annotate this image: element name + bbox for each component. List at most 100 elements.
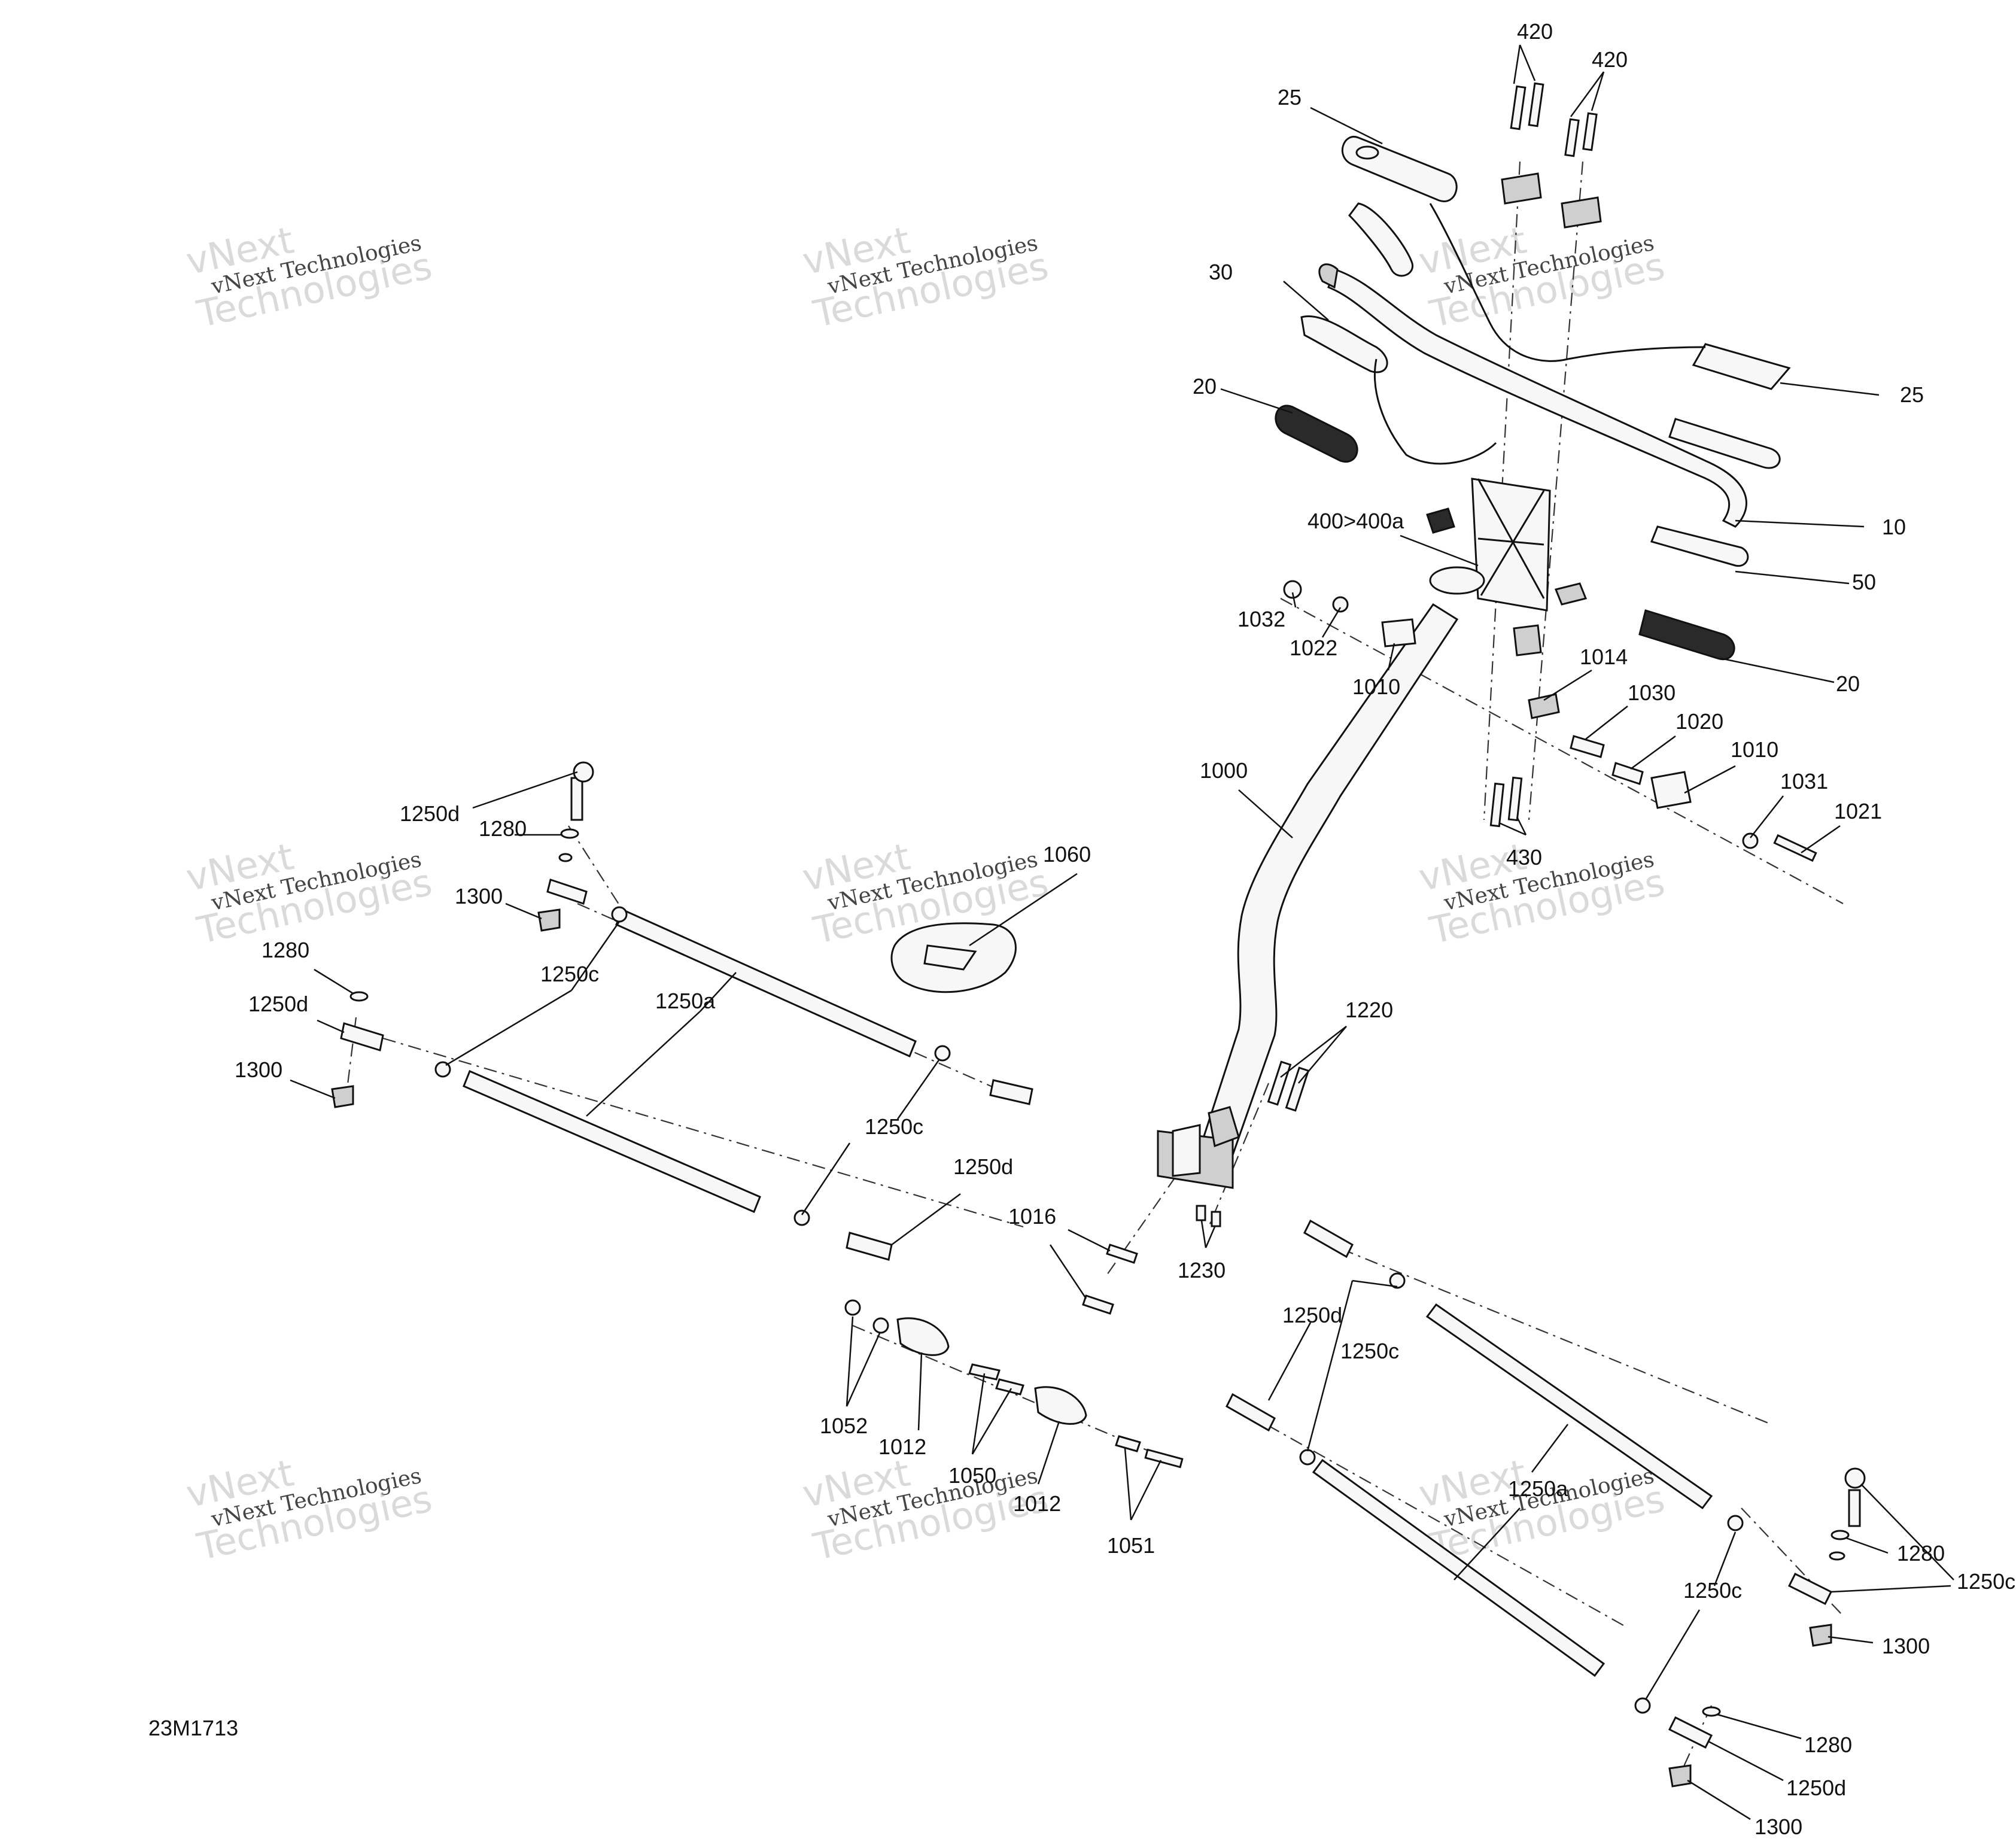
callout-25: 25 [1278,85,1302,110]
leader-1300-a [505,902,542,920]
bolt-420-a [1510,85,1527,130]
column-base-plate [1172,1124,1201,1177]
washer-1280-c [1830,1530,1850,1540]
jamnut-b1 [1389,1272,1406,1289]
callout-1250a: 1250a [1508,1476,1568,1501]
leader-420a-1 [1513,44,1521,84]
rodend-1250d-e [1303,1219,1354,1259]
grip-upper-mid [1348,202,1413,277]
bolt-430-b [1507,776,1523,822]
leader-1250c-c-1 [1352,1279,1398,1288]
leader-1050-2 [971,1388,1012,1455]
callout-1280: 1280 [479,816,527,841]
leader-1230-1 [1200,1220,1207,1248]
clamp-lower [1513,624,1542,656]
leader-1032 [1291,592,1297,608]
leader-1052-2 [846,1333,881,1407]
bolt-top-b [1848,1489,1861,1527]
jamnut-a2 [434,1061,451,1078]
bolt-top-b-head [1844,1467,1866,1489]
pin-1016-a [1106,1244,1138,1264]
heater-wire-left [1374,358,1497,465]
watermark-1: vNext vNext Technologies Technologies [183,218,436,336]
bolt-1220-b [1285,1066,1310,1112]
leader-1021 [1801,825,1841,854]
grip-20-left [1275,405,1358,463]
fasteners-top [1489,82,1602,828]
riser-clip [1554,582,1588,606]
tierod-1250a-b-upper [1425,1303,1713,1510]
callout-1250d: 1250d [953,1154,1013,1179]
jamnut-b3 [1727,1515,1744,1531]
watermark-2: vNext vNext Technologies Technologies [799,218,1052,336]
leader-1060 [969,873,1078,947]
jamnut-a4 [793,1209,810,1226]
leader-420b-1 [1570,71,1605,117]
grip-25-hole [1355,145,1379,160]
leader-1020 [1630,735,1676,770]
grip-25-upper-left [1341,136,1458,202]
nut-1300-b [331,1085,354,1108]
callout-1031: 1031 [1780,769,1828,794]
jamnut-b4 [1634,1697,1651,1714]
callout-1280: 1280 [261,938,309,962]
bolt-1051 [1144,1448,1184,1469]
grips [1275,136,1791,661]
rodend-1250d-g [1787,1572,1833,1606]
clamp-right [1561,196,1602,229]
leader-1012a [917,1352,923,1431]
leader-1250a-b-1 [1531,1424,1568,1473]
leader-20b [1720,657,1835,683]
callout-1012: 1012 [1013,1491,1061,1516]
callout-1016: 1016 [1008,1204,1056,1229]
arm-1012-b [1034,1386,1087,1425]
callout-420: 420 [1517,19,1553,44]
callout-1020: 1020 [1676,709,1723,734]
callout-1250d: 1250d [1786,1776,1846,1800]
bushing-1050-b [995,1378,1024,1396]
callout-labels: 420 420 25 30 20 25 10 50 20 400>400a 10… [235,19,2015,1839]
spacer-1014 [1528,693,1560,719]
callout-1300: 1300 [1755,1814,1802,1839]
callout-1010: 1010 [1731,737,1778,762]
callout-1300: 1300 [235,1057,282,1082]
watermark-3: vNext vNext Technologies Technologies [1415,218,1668,336]
leader-1300-b [290,1079,336,1099]
leader-1250c-e-1 [1713,1531,1737,1586]
axis-tierod-b-upper [1316,1238,1772,1425]
leader-1051-2 [1130,1460,1162,1521]
pivot-hardware [844,1299,1184,1469]
washer-1280-a [560,828,579,839]
tierod-assembly-b [1226,1219,1866,1788]
callout-1250d: 1250d [1282,1303,1342,1327]
leader-1300-d [1687,1779,1751,1820]
leader-1250d-e [1708,1740,1784,1782]
watermark-6: vNext vNext Technologies Technologies [1415,834,1668,952]
grip-50 [1650,525,1749,567]
leader-1250a-a-1 [700,972,737,1012]
leader-1016-1 [1068,1229,1111,1252]
grip-20-right [1638,609,1735,661]
bushing-1030 [1570,735,1605,758]
callout-1280: 1280 [1804,1732,1852,1757]
nut-1300-c [1809,1624,1832,1647]
leader-1250a-a-2 [586,1011,701,1117]
clamp-left [1501,172,1542,205]
nut-1300-a [537,908,561,932]
callout-20: 20 [1836,671,1860,696]
rodend-1250d-c [989,1079,1033,1105]
leader-1250c-b-1 [896,1059,941,1120]
leader-1022 [1321,607,1342,638]
leader-1250c-c-2 [1306,1280,1354,1452]
callout-1250c: 1250c [1340,1339,1399,1363]
riser-webbing [1477,478,1545,599]
watermark-4: vNext vNext Technologies Technologies [183,834,436,952]
plate-1060-recess [923,944,977,971]
callout-1012: 1012 [878,1434,926,1459]
leader-1250c-a-1 [570,921,621,991]
bolt-top-a [570,777,583,821]
leader-lines [290,44,1954,1820]
jamnut-b2 [1299,1449,1316,1466]
leader-1220-1 [1280,1026,1347,1078]
leader-1230-2 [1205,1226,1216,1248]
